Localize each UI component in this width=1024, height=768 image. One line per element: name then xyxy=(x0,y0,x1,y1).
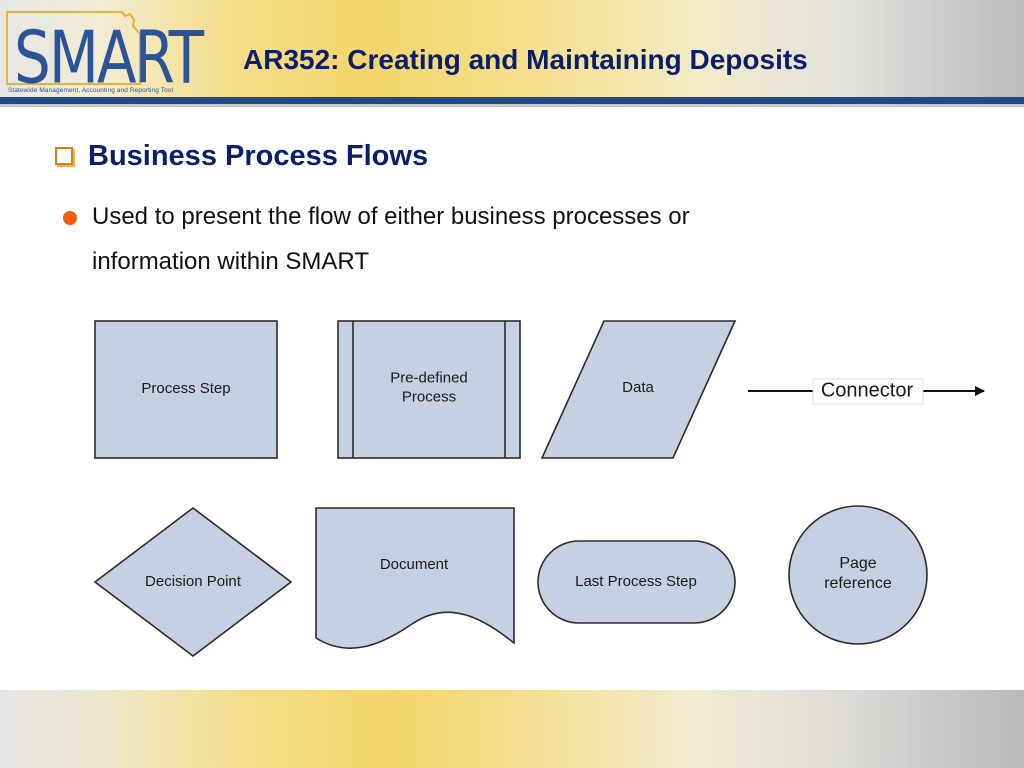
decision-point-shape xyxy=(93,506,293,658)
last-process-step-label: Last Process Step xyxy=(575,573,697,590)
legend-item-data: Data xyxy=(540,320,737,459)
predefined-process-shape xyxy=(337,320,521,459)
legend-item-process: Process Step xyxy=(94,320,278,459)
slide-header xyxy=(0,0,1024,97)
section-heading: Business Process Flows xyxy=(55,138,428,174)
data-label: Data xyxy=(622,379,654,396)
slide-footer xyxy=(0,690,1024,768)
page-reference-label: Page xyxy=(839,555,876,572)
legend-item-terminator: Last Process Step xyxy=(537,540,736,624)
last-process-step-shape xyxy=(537,540,736,624)
document-label: Document xyxy=(380,556,449,573)
bullet-dot-icon xyxy=(63,211,77,225)
page-reference-shape xyxy=(788,505,928,645)
page-reference-label: reference xyxy=(824,575,892,592)
checkbox-bullet-icon xyxy=(55,147,73,165)
logo-tagline: Statewide Management, Accounting and Rep… xyxy=(8,87,174,94)
document-shape xyxy=(315,507,515,649)
logo-wordmark: SMART xyxy=(14,15,204,100)
bullet-item: Used to present the flow of either busin… xyxy=(63,203,823,284)
legend-item-document: Document xyxy=(315,507,515,649)
slide-title: AR352: Creating and Maintaining Deposits xyxy=(243,44,808,75)
kansas-outline-icon xyxy=(6,11,141,85)
connector-label: Connector xyxy=(821,379,914,401)
predefined-process-label: Process xyxy=(402,388,456,405)
bullet-text: Used to present the flow of either busin… xyxy=(92,203,690,275)
header-rule-shadow xyxy=(0,104,1024,107)
process-step-label: Process Step xyxy=(141,380,230,397)
process-step-shape xyxy=(94,320,278,459)
header-rule xyxy=(0,97,1024,104)
connector-label-box xyxy=(812,378,924,405)
legend-item-page-reference: Page reference xyxy=(788,505,928,645)
decision-point-label: Decision Point xyxy=(145,573,242,590)
predefined-process-label: Pre-defined xyxy=(390,370,468,387)
data-shape xyxy=(540,320,737,459)
section-heading-text: Business Process Flows xyxy=(88,139,429,172)
smart-logo: SMART Statewide Management, Accounting a… xyxy=(4,4,204,100)
legend-item-connector: Connector xyxy=(748,378,985,405)
legend-item-decision: Decision Point xyxy=(93,506,293,658)
